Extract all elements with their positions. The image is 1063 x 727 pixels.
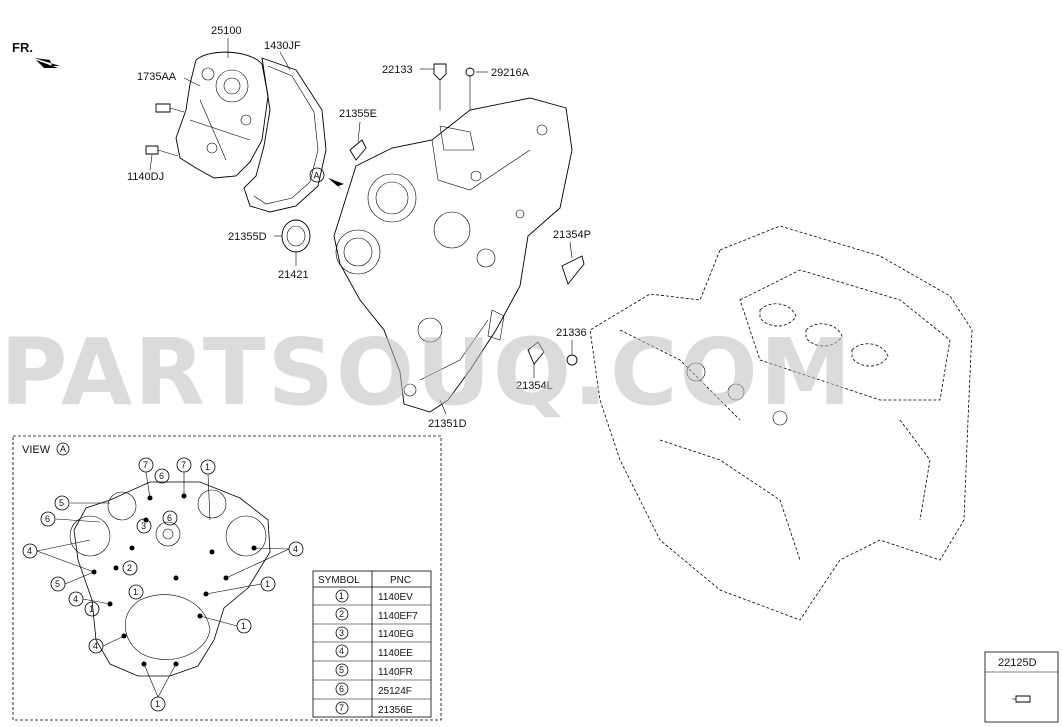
callout-1430JF: 1430JF — [264, 40, 301, 52]
callout-21421: 21421 — [278, 269, 309, 281]
sensor-22133 — [433, 63, 447, 110]
view-title: VIEW — [22, 444, 51, 456]
svg-text:4: 4 — [27, 546, 32, 556]
svg-text:4: 4 — [93, 641, 98, 651]
svg-text:1: 1 — [89, 604, 94, 614]
callout-1735AA: 1735AA — [137, 71, 177, 83]
chain-guide-21355E — [349, 139, 367, 161]
view-a-leader-lines — [36, 471, 290, 698]
watermark: PARTSOUQ.COM — [0, 319, 853, 426]
callout-21351D: 21351D — [428, 418, 467, 430]
view-marker: A — [60, 444, 66, 454]
timing-chain-case — [333, 97, 573, 413]
view-a-bolt-points — [91, 493, 257, 667]
svg-text:5: 5 — [55, 579, 60, 589]
table-symbol: 3 — [339, 628, 344, 638]
chain-guide-21354P — [561, 255, 585, 285]
bolt-icon — [1015, 695, 1031, 703]
bolt-29216A — [465, 67, 475, 77]
view-a-symbol-callouts: 7 7 1 6 5 6 3 6 4 4 2 5 1 1 4 1 1 4 1 — [22, 457, 304, 712]
direction-label: FR. — [12, 40, 33, 55]
callout-29216A: 29216A — [491, 67, 530, 79]
symbol-pnc-table: SYMBOL PNC 1 1140EV 2 1140EF7 3 1140EG 4… — [312, 570, 432, 718]
timing-cover-gasket — [243, 57, 327, 213]
svg-text:6: 6 — [159, 471, 164, 481]
view-a-case-front — [69, 481, 271, 677]
svg-text:7: 7 — [143, 460, 148, 470]
view-direction-arrow-icon — [328, 178, 344, 190]
water-pump-assembly — [175, 51, 269, 179]
callout-21355E: 21355E — [339, 108, 377, 120]
svg-text:1: 1 — [133, 587, 138, 597]
view-a-marker — [309, 167, 325, 183]
callout-22133: 22133 — [382, 64, 413, 76]
svg-text:2: 2 — [127, 563, 132, 573]
table-symbol: 5 — [339, 665, 344, 675]
table-symbol: 1 — [339, 591, 344, 601]
svg-text:1: 1 — [155, 699, 160, 709]
callout-21355D: 21355D — [228, 231, 267, 243]
svg-text:5: 5 — [59, 498, 64, 508]
table-pnc: 21356E — [378, 705, 413, 716]
table-pnc: 1140EF7 — [378, 611, 418, 622]
table-symbol: 7 — [339, 703, 344, 713]
svg-text:3: 3 — [141, 521, 146, 531]
callout-21354P: 21354P — [553, 229, 591, 241]
oil-seal-21421 — [281, 219, 311, 253]
callout-25100: 25100 — [211, 25, 242, 37]
table-symbol: 4 — [339, 646, 344, 656]
plug-21336 — [566, 354, 578, 366]
svg-text:4: 4 — [293, 544, 298, 554]
svg-text:1: 1 — [205, 462, 210, 472]
front-arrow-icon — [34, 58, 60, 68]
table-pnc: 1140EE — [378, 648, 413, 659]
view-a-box — [12, 435, 442, 721]
svg-text:6: 6 — [167, 513, 172, 523]
table-pnc: 1140FR — [378, 667, 413, 678]
svg-text:7: 7 — [181, 460, 186, 470]
table-pnc: 1140EG — [378, 629, 414, 640]
callout-1140DJ: 1140DJ — [127, 171, 164, 183]
callout-22125D: 22125D — [998, 657, 1037, 669]
table-symbol: 2 — [339, 609, 344, 619]
svg-text:A: A — [314, 171, 320, 181]
part-box-22125D: 22125D — [984, 651, 1059, 723]
table-pnc: 1140EV — [378, 592, 413, 603]
svg-text:6: 6 — [45, 514, 50, 524]
table-pnc: 25124F — [378, 686, 412, 697]
table-symbol: 6 — [339, 684, 344, 694]
engine-block-outline — [589, 225, 973, 621]
table-header-symbol: SYMBOL — [318, 575, 360, 586]
svg-text:4: 4 — [73, 594, 78, 604]
bolts-left — [145, 103, 185, 157]
svg-text:1: 1 — [265, 579, 270, 589]
table-header-pnc: PNC — [390, 575, 411, 586]
callout-21354L: 21354L — [516, 380, 553, 392]
svg-text:1: 1 — [241, 621, 246, 631]
callout-21336: 21336 — [556, 327, 587, 339]
chain-guide-21354L — [527, 341, 545, 365]
